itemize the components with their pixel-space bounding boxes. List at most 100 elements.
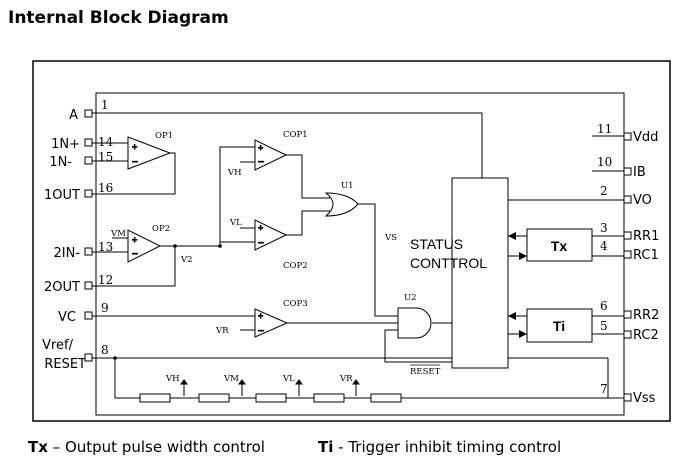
label-reset: RESET xyxy=(410,367,441,377)
label-v2: V2 xyxy=(180,255,193,265)
label-cop3: COP3 xyxy=(283,299,308,309)
cop3: + − xyxy=(254,308,289,338)
pin-label-rr1: RR1 xyxy=(633,229,659,244)
svg-text:−: − xyxy=(258,238,264,249)
pin-label-reset: RESET xyxy=(44,357,86,372)
pin-label-rr2: RR2 xyxy=(633,308,659,323)
cop2: + − xyxy=(254,219,288,251)
svg-text:+: + xyxy=(132,235,137,245)
label-vm: VM xyxy=(110,229,126,239)
pin-label-vdd: Vdd xyxy=(633,130,658,145)
svg-text:+: + xyxy=(258,143,263,153)
legend-tx-desc: – Output pulse width control xyxy=(47,438,265,456)
label-vl: VL xyxy=(229,218,242,228)
op2: + − xyxy=(127,229,162,263)
cop1: + − xyxy=(254,139,288,171)
tx-block xyxy=(526,228,593,262)
pin-label-2in-minus: 2IN- xyxy=(53,246,80,261)
legend-tx-term: Tx xyxy=(28,438,48,456)
pin-label-1n-plus: 1N+ xyxy=(51,137,80,152)
legend-ti: Ti - Trigger inhibit timing control xyxy=(318,438,561,456)
svg-text:8: 8 xyxy=(101,343,109,357)
or-gate-u1 xyxy=(324,192,359,217)
pin-label-2out: 2OUT xyxy=(44,280,80,295)
label-u1: U1 xyxy=(341,181,354,191)
label-cop1: COP1 xyxy=(283,130,308,140)
legend-ti-desc: - Trigger inhibit timing control xyxy=(333,438,562,456)
pin-label-vc: VC xyxy=(58,310,76,325)
pin-label-a: A xyxy=(69,108,78,123)
svg-text:+: + xyxy=(258,311,263,321)
right-pin-stubs xyxy=(592,135,624,172)
pin-label-rc2: RC2 xyxy=(633,328,659,343)
svg-text:13: 13 xyxy=(98,240,113,254)
tap-vm: VM xyxy=(223,374,239,384)
svg-text:−: − xyxy=(132,249,138,260)
resistor-ladder: VH VM VL VR xyxy=(139,374,402,403)
label-u2: U2 xyxy=(404,293,417,303)
label-vs: VS xyxy=(384,233,397,243)
and-gate-u2 xyxy=(397,307,432,339)
svg-text:−: − xyxy=(132,157,138,168)
svg-text:7: 7 xyxy=(600,382,608,396)
pin-label-rc1: RC1 xyxy=(633,248,659,263)
svg-text:5: 5 xyxy=(600,319,608,333)
status-control-block xyxy=(451,177,509,369)
pin-label-1n-minus: 1N- xyxy=(49,155,72,170)
svg-text:12: 12 xyxy=(98,273,113,287)
resistor-r2 xyxy=(198,393,230,403)
tap-vl: VL xyxy=(282,374,295,384)
resistor-r5 xyxy=(370,393,402,403)
pin-label-vref: Vref/ xyxy=(42,338,74,353)
junction-dots xyxy=(113,244,222,360)
svg-text:−: − xyxy=(258,157,264,168)
resistor-r4 xyxy=(313,393,345,403)
label-op1: OP1 xyxy=(155,131,173,141)
left-pin-squares xyxy=(84,109,93,362)
outer-frame xyxy=(32,60,671,422)
svg-text:4: 4 xyxy=(600,239,608,253)
diagram-title: Internal Block Diagram xyxy=(8,8,229,28)
svg-text:1: 1 xyxy=(101,98,109,112)
tx-label: Tx xyxy=(551,238,568,254)
op1: + − xyxy=(127,136,172,170)
pin-label-vo: VO xyxy=(633,193,652,208)
arrowheads xyxy=(508,232,527,338)
svg-text:−: − xyxy=(258,326,264,337)
resistor-r1 xyxy=(139,393,171,403)
resistor-r3 xyxy=(255,393,287,403)
label-vh: VH xyxy=(227,168,242,178)
svg-text:9: 9 xyxy=(101,301,109,315)
status-label-1: STATUS xyxy=(410,236,463,252)
tap-vh: VH xyxy=(165,374,180,384)
wires xyxy=(92,112,624,399)
right-pin-squares xyxy=(623,132,632,402)
svg-text:11: 11 xyxy=(597,122,612,136)
svg-text:+: + xyxy=(132,142,137,152)
left-pin-labels: A 1N+ 1N- 1OUT 2IN- 2OUT VC Vref/ RESET xyxy=(42,108,86,372)
svg-text:10: 10 xyxy=(597,155,612,169)
pin-label-vss: Vss xyxy=(633,391,656,406)
svg-text:14: 14 xyxy=(98,135,114,149)
ti-label: Ti xyxy=(553,318,565,334)
legend-tx: Tx – Output pulse width control xyxy=(28,438,265,456)
label-vr: VR xyxy=(215,326,229,336)
svg-text:2: 2 xyxy=(600,184,608,198)
ti-block xyxy=(526,308,593,343)
left-pin-numbers: 1 14 15 16 13 12 9 8 xyxy=(98,98,114,357)
right-pin-labels: Vdd IB VO RR1 RC1 RR2 RC2 Vss xyxy=(633,130,659,406)
label-op2: OP2 xyxy=(152,224,170,234)
svg-text:16: 16 xyxy=(98,181,113,195)
svg-text:+: + xyxy=(258,223,263,233)
right-pin-numbers: 11 10 2 3 4 6 5 7 xyxy=(597,122,612,396)
svg-text:6: 6 xyxy=(600,299,608,313)
label-cop2: COP2 xyxy=(283,261,308,271)
pin-label-1out: 1OUT xyxy=(44,188,80,203)
svg-text:3: 3 xyxy=(600,221,608,235)
legend-ti-term: Ti xyxy=(318,438,334,456)
status-label-2: CONTTROL xyxy=(410,255,487,271)
pin-label-ib: IB xyxy=(633,165,646,180)
tap-vr: VR xyxy=(339,374,353,384)
svg-text:15: 15 xyxy=(98,150,113,164)
